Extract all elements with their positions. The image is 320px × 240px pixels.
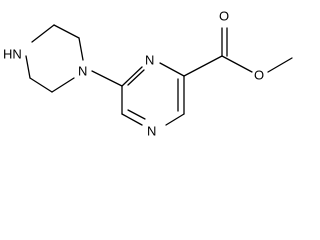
bond [31, 24, 55, 43]
bond [127, 109, 146, 120]
atom-label-ester-o: O [254, 68, 264, 83]
piperazine-ring [25, 24, 84, 93]
bond [183, 55, 223, 77]
bond [159, 62, 185, 77]
atom-label-pyrazine-n-bottom: N [147, 124, 156, 139]
pyrazine-ring [121, 62, 185, 126]
bond [51, 77, 75, 93]
bond [29, 77, 53, 93]
bond [78, 37, 84, 61]
bond [25, 55, 31, 79]
bond [127, 69, 145, 86]
bond [121, 113, 143, 126]
molecule-drawing: HN N N N O O [3, 9, 293, 139]
structure-diagram: HN N N N O O [3, 9, 293, 139]
bond [267, 57, 293, 73]
bond [91, 70, 123, 87]
bond [53, 24, 80, 39]
bond [165, 113, 185, 126]
atom-label-carbonyl-o: O [219, 9, 229, 24]
bond [221, 55, 253, 73]
atom-label-nh: HN [3, 47, 22, 62]
atom-label-piperazine-n: N [78, 64, 87, 79]
bond [121, 66, 143, 87]
methyl-ester-group [183, 27, 293, 77]
atom-label-pyrazine-n-top: N [145, 53, 154, 68]
